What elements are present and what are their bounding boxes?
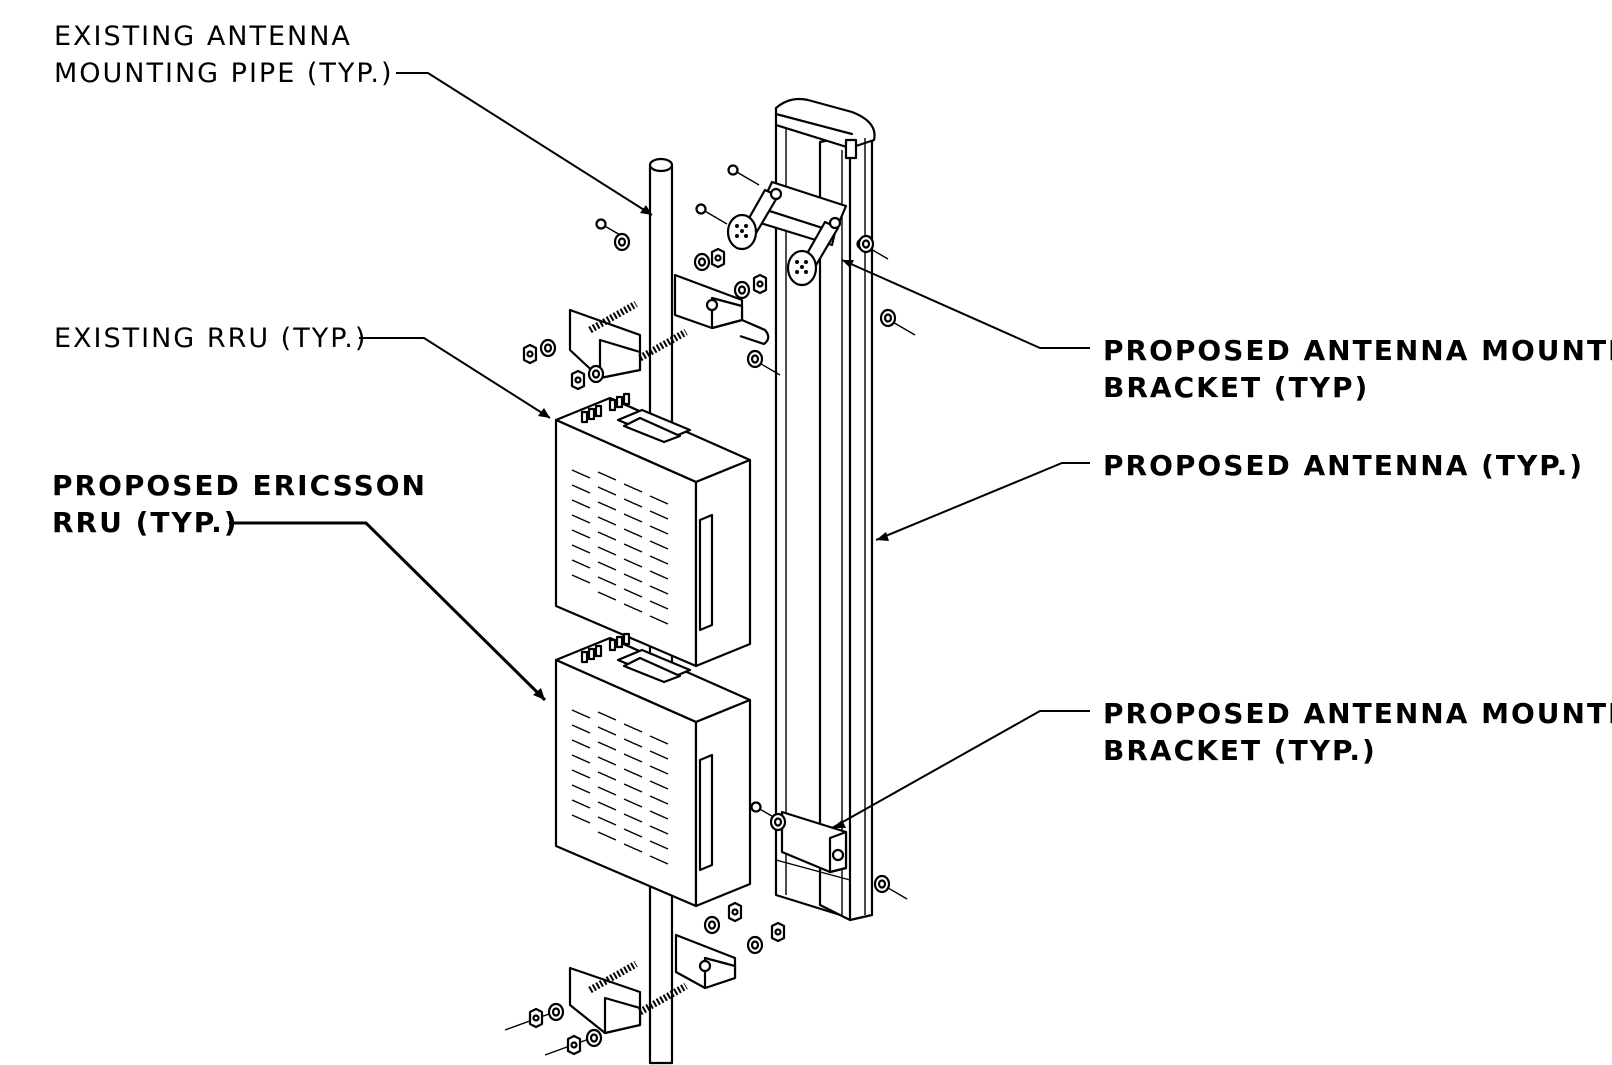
label-ericsson-rru-line2: RRU (TYP.) [52,506,239,539]
label-ericsson-rru-line1: PROPOSED ERICSSON [52,469,427,502]
rru-lower [554,632,752,908]
label-bottom-bracket-line1: PROPOSED ANTENNA MOUNTING [1103,697,1612,730]
bottom-pipe-clamp [504,901,786,1056]
label-existing-pipe-line2: MOUNTING PIPE (TYP.) [54,58,394,89]
bottom-antenna-bracket [750,801,909,901]
rru-upper [554,392,752,668]
top-pipe-clamp [522,218,782,391]
label-top-bracket-line2: BRACKET (TYP) [1103,371,1369,404]
label-existing-rru: EXISTING RRU (TYP.) [54,323,367,354]
label-bottom-bracket-line2: BRACKET (TYP.) [1103,734,1377,767]
label-antenna: PROPOSED ANTENNA (TYP.) [1103,449,1584,482]
leader-lines [229,72,1090,829]
antenna [774,97,876,922]
labels: EXISTING ANTENNA MOUNTING PIPE (TYP.) EX… [52,21,1612,767]
label-existing-pipe-line1: EXISTING ANTENNA [54,21,352,52]
label-top-bracket-line1: PROPOSED ANTENNA MOUNTING [1103,334,1612,367]
top-antenna-bracket [695,164,917,337]
